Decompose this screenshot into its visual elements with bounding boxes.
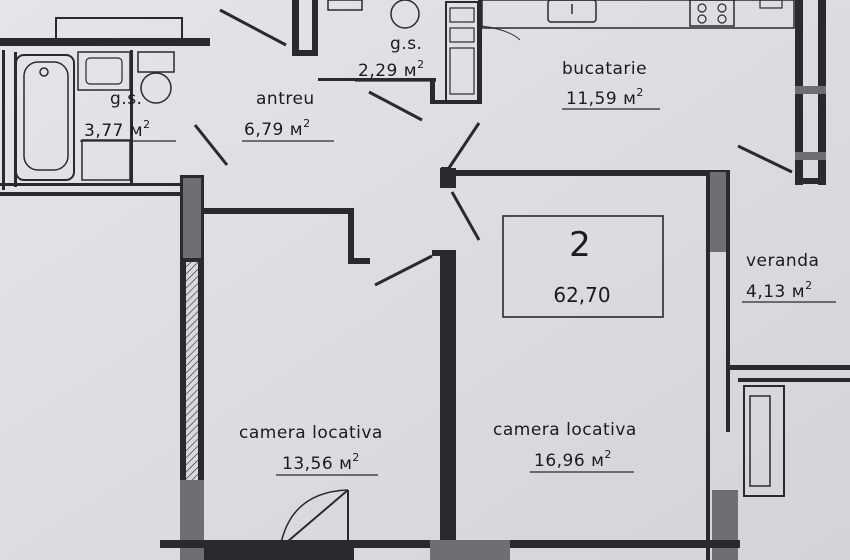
room-labels: g.s. 2,29 м2 g.s. 3,77 м2 antreu 6,79 м2… — [80, 34, 836, 476]
room-antreu-name: antreu — [256, 89, 315, 109]
unit-total-area: 62,70 — [553, 283, 610, 307]
room-bucatarie-area: 11,59 м2 — [566, 86, 644, 109]
room-camera-2-area: 16,96 м2 — [534, 448, 612, 471]
room-gs-bath-area: 3,77 м2 — [84, 118, 151, 141]
unit-label-box: 2 62,70 — [502, 215, 664, 318]
room-camera-1-area: 13,56 м2 — [282, 451, 360, 474]
room-antreu-area: 6,79 м2 — [244, 117, 311, 140]
room-camera-1-name: camera locativa — [239, 423, 383, 443]
room-gs-small-area: 2,29 м2 — [358, 58, 425, 81]
fixtures — [15, 0, 795, 181]
room-camera-2-name: camera locativa — [493, 420, 637, 440]
room-bucatarie-name: bucatarie — [562, 59, 647, 79]
unit-number: 2 — [569, 225, 591, 265]
doors — [193, 8, 793, 549]
room-gs-small-name: g.s. — [390, 34, 422, 54]
room-gs-bath-name: g.s. — [110, 89, 142, 109]
room-veranda-name: veranda — [746, 251, 819, 271]
room-veranda-area: 4,13 м2 — [746, 279, 813, 302]
